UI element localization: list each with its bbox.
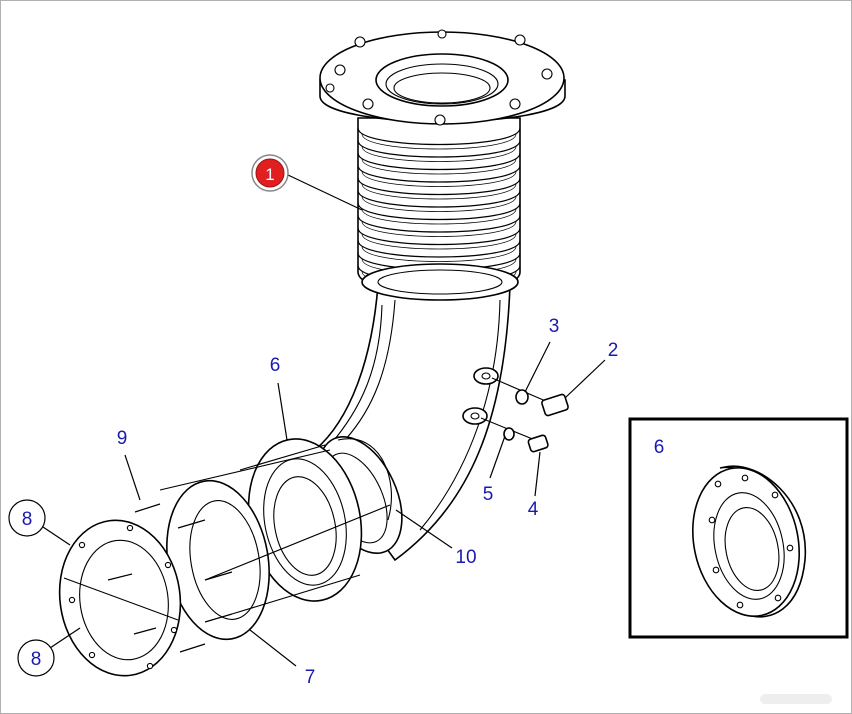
bellows-ring-inner — [361, 196, 517, 212]
callout-8-bottom-badge: 8 — [17, 639, 55, 677]
bellows — [357, 117, 521, 301]
inset-detail-box — [628, 417, 849, 639]
callout-3: 3 — [549, 316, 560, 337]
bellows-ring-inner — [361, 158, 517, 175]
bellows-ring — [357, 177, 521, 196]
bellows-ring — [357, 202, 521, 221]
bellows-ring-inner — [361, 233, 517, 250]
callout-8-bottom: 8 — [31, 649, 42, 670]
callout-1-badge: 1 — [251, 154, 289, 192]
bellows-ring-inner — [361, 246, 517, 262]
bellows-ring — [357, 165, 521, 183]
top-flange — [319, 29, 566, 126]
bellows-ring — [357, 127, 521, 146]
callout-2: 2 — [608, 340, 619, 361]
bellows-ring-inner — [361, 146, 517, 162]
bellows-ring-inner — [361, 171, 517, 187]
drain-plug-set — [462, 367, 569, 453]
watermark-smudge — [760, 694, 832, 704]
bellows-ring — [357, 227, 521, 246]
assembly-guide-lines — [159, 444, 391, 615]
callout-1: 1 — [265, 165, 274, 184]
callout-9: 9 — [117, 428, 128, 449]
leader-lines — [42, 174, 701, 667]
bellows-ring-inner — [361, 221, 517, 237]
callout-6-inset: 6 — [654, 437, 665, 458]
bellows-ring — [357, 240, 521, 258]
clamp-halves-7 — [166, 479, 270, 641]
callout-10: 10 — [455, 547, 476, 568]
callout-7: 7 — [305, 667, 316, 688]
bellows-ring — [357, 190, 521, 208]
bellows-ring-inner — [361, 183, 517, 200]
bellows-ring — [357, 215, 521, 233]
bellows-ring-inner — [361, 133, 517, 150]
split-flange-8 — [58, 519, 182, 677]
bellows-ring-inner — [361, 208, 517, 225]
bellows-ring — [357, 152, 521, 171]
callout-8-top: 8 — [22, 509, 33, 530]
callout-5: 5 — [483, 484, 494, 505]
callout-4: 4 — [528, 499, 539, 520]
callout-6: 6 — [270, 355, 281, 376]
bellows-ring — [357, 140, 521, 158]
callout-8-top-badge: 8 — [8, 499, 46, 537]
